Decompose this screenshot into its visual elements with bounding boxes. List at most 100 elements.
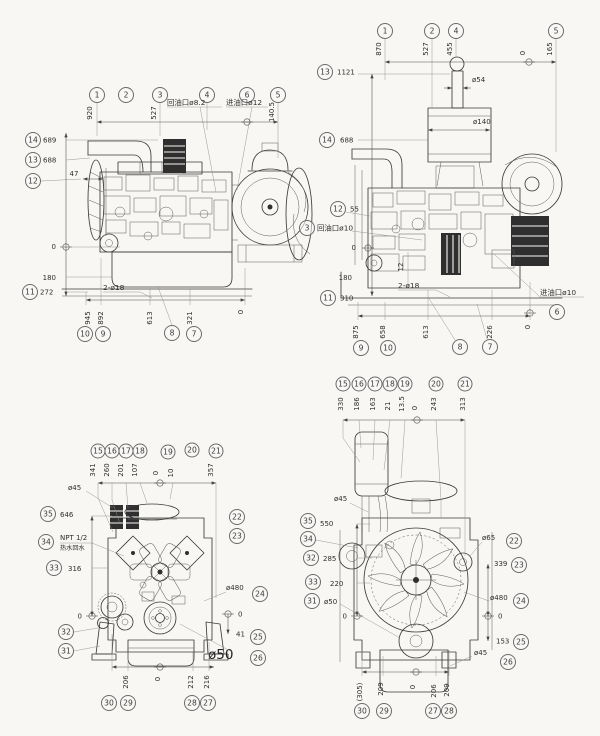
view-left-side: 1 2 3 4 6 5 920 527 140.5 回油口ø8.2 进油口ø12… bbox=[22, 87, 309, 342]
balloon-3: 3 bbox=[299, 220, 315, 236]
dim-label: 285 bbox=[323, 555, 336, 563]
engine-art-rear-view bbox=[338, 431, 493, 693]
balloon-24: 24 bbox=[252, 586, 268, 602]
balloon-11: 11 bbox=[320, 290, 336, 306]
dim-label: 870 bbox=[375, 42, 383, 55]
svg-text:12: 12 bbox=[28, 177, 38, 186]
datum-mark bbox=[362, 244, 374, 252]
balloon-5: 5 bbox=[548, 23, 564, 39]
dim-label: 316 bbox=[68, 565, 82, 573]
svg-text:15: 15 bbox=[93, 447, 103, 456]
svg-text:16: 16 bbox=[107, 447, 117, 456]
svg-text:5: 5 bbox=[554, 27, 559, 36]
svg-text:5: 5 bbox=[276, 91, 281, 100]
balloon-5: 5 bbox=[270, 87, 286, 103]
dim-label: 206 bbox=[430, 684, 438, 698]
dim-label: 12 bbox=[397, 263, 405, 272]
balloon-31: 31 bbox=[304, 593, 320, 609]
balloon-12: 12 bbox=[25, 173, 41, 189]
svg-text:4: 4 bbox=[454, 27, 459, 36]
svg-text:34: 34 bbox=[41, 538, 51, 547]
dim-label: 260 bbox=[103, 463, 111, 476]
dim-label: 0 bbox=[343, 613, 347, 621]
balloon-32: 32 bbox=[303, 550, 319, 566]
dim-label: 163 bbox=[369, 397, 377, 410]
svg-text:31: 31 bbox=[307, 597, 317, 606]
dim-label: ø45 bbox=[68, 484, 81, 492]
balloon-row-top: 15 16 17 18 19 20 21 bbox=[335, 376, 473, 392]
svg-text:3: 3 bbox=[158, 91, 163, 100]
dim-label: 55 bbox=[350, 206, 359, 214]
balloon-18: 18 bbox=[382, 376, 398, 392]
balloon-9: 9 bbox=[353, 340, 369, 356]
dim-label: 357 bbox=[207, 463, 215, 476]
view-front: 15 16 17 18 19 20 21 341 260 201 107 0 1… bbox=[38, 442, 268, 711]
dim-label: 209 bbox=[443, 683, 451, 696]
balloon-19: 19 bbox=[397, 376, 413, 392]
balloon-21: 21 bbox=[208, 443, 224, 459]
svg-text:27: 27 bbox=[428, 707, 438, 716]
svg-text:32: 32 bbox=[306, 554, 316, 563]
balloon-28: 28 bbox=[441, 703, 457, 719]
dim-label: 216 bbox=[203, 675, 211, 689]
fuel-inlet-port-label: 进油口ø10 bbox=[540, 288, 576, 297]
dim-label: 0 bbox=[52, 243, 56, 251]
svg-text:21: 21 bbox=[460, 380, 470, 389]
svg-text:31: 31 bbox=[61, 647, 71, 656]
balloon-35: 35 bbox=[300, 513, 316, 529]
balloon-26: 26 bbox=[500, 654, 516, 670]
dim-label: ø45 bbox=[334, 495, 347, 503]
dim-label: 0 bbox=[152, 471, 160, 475]
svg-text:13: 13 bbox=[320, 68, 330, 77]
balloon-18: 18 bbox=[132, 443, 148, 459]
balloon-4: 4 bbox=[448, 23, 464, 39]
dim-label: 209 bbox=[377, 682, 385, 695]
balloon-14: 14 bbox=[319, 132, 335, 148]
svg-text:8: 8 bbox=[170, 329, 175, 338]
dim-label: 47 bbox=[70, 170, 79, 178]
svg-text:10: 10 bbox=[383, 344, 393, 353]
dim-label: 0 bbox=[519, 51, 527, 55]
dim-label: 0 bbox=[78, 613, 82, 621]
dim-label: 180 bbox=[339, 274, 352, 282]
svg-text:9: 9 bbox=[101, 330, 106, 339]
svg-text:18: 18 bbox=[135, 447, 145, 456]
svg-text:28: 28 bbox=[187, 699, 197, 708]
svg-text:2: 2 bbox=[430, 27, 435, 36]
balloon-30: 30 bbox=[101, 695, 117, 711]
svg-text:34: 34 bbox=[303, 535, 313, 544]
dim-label: 455 bbox=[446, 42, 454, 55]
svg-text:25: 25 bbox=[516, 638, 526, 647]
dim-label: 313 bbox=[459, 397, 467, 410]
dim-label: 527 bbox=[422, 42, 430, 55]
hole-note: 2-ø18 bbox=[398, 281, 420, 290]
dim-label: 165 bbox=[546, 42, 554, 55]
balloon-2: 2 bbox=[424, 23, 440, 39]
dim-label: 0 bbox=[238, 611, 242, 619]
dim-label: 920 bbox=[86, 106, 94, 119]
balloon-23: 23 bbox=[229, 528, 245, 544]
svg-text:33: 33 bbox=[308, 578, 318, 587]
balloon-19: 19 bbox=[160, 444, 176, 460]
dim-label: 330 bbox=[337, 397, 345, 410]
balloon-2: 2 bbox=[118, 87, 134, 103]
svg-text:19: 19 bbox=[400, 380, 410, 389]
dim-label: (305) bbox=[356, 682, 364, 701]
balloon-6: 6 bbox=[239, 87, 255, 103]
engine-art-right-side-view bbox=[285, 56, 563, 306]
dim-label: 0 bbox=[154, 677, 162, 681]
datum-mark bbox=[351, 612, 363, 620]
dim-label: 658 bbox=[379, 325, 387, 338]
dim-label: 0 bbox=[237, 310, 245, 314]
svg-text:24: 24 bbox=[255, 590, 265, 599]
svg-text:17: 17 bbox=[370, 380, 380, 389]
balloon-10: 10 bbox=[380, 340, 396, 356]
svg-text:1: 1 bbox=[95, 91, 100, 100]
balloon-34: 34 bbox=[300, 531, 316, 547]
balloon-4: 4 bbox=[199, 87, 215, 103]
svg-text:32: 32 bbox=[61, 628, 71, 637]
dim-label: 0 bbox=[409, 685, 417, 689]
svg-text:18: 18 bbox=[385, 380, 395, 389]
